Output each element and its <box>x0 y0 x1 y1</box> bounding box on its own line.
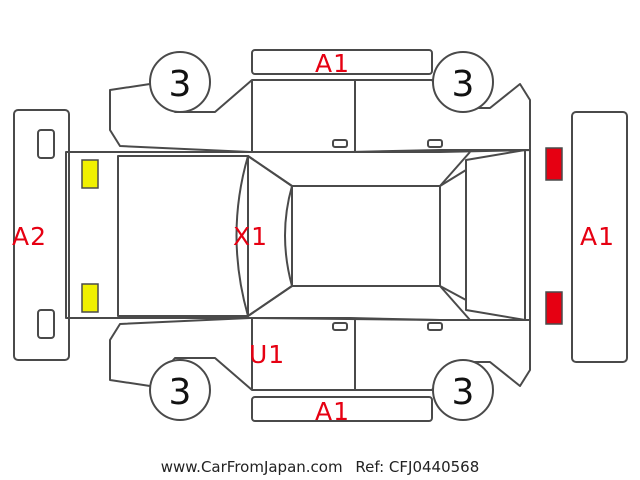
taillight-bottom <box>545 291 563 325</box>
car-body-top-view <box>65 149 531 321</box>
roof-strip-top <box>251 49 433 75</box>
lower-door-handle-rear <box>427 322 443 331</box>
label-left-side: U1 <box>249 340 285 369</box>
front-bumper <box>13 109 70 361</box>
c-pillar-line-top <box>439 151 471 187</box>
roof-panel <box>291 185 441 287</box>
label-roof-bottom: A1 <box>315 397 350 426</box>
rear-bumper <box>571 111 628 363</box>
tire-front-left: 3 <box>149 51 211 113</box>
footer-ref: Ref: CFJ0440568 <box>355 458 480 476</box>
trunk-panel <box>465 149 526 321</box>
upper-door-handle-front <box>332 139 348 148</box>
footer-credit: www.CarFromJapan.com Ref: CFJ0440568 <box>0 458 640 476</box>
headlight-bottom <box>81 283 99 313</box>
upper-door-handle-rear <box>427 139 443 148</box>
roof-strip-bottom <box>251 396 433 422</box>
taillight-top <box>545 147 563 181</box>
label-rear-bumper: A1 <box>580 222 615 251</box>
a-pillar-line-bottom <box>247 285 293 317</box>
tire-rear-left: 3 <box>432 51 494 113</box>
upper-side-body <box>109 79 531 153</box>
tire-front-right: 3 <box>149 359 211 421</box>
tire-rear-right-label: 3 <box>452 372 475 413</box>
headlight-top <box>81 159 99 189</box>
front-bumper-slot-top <box>37 129 55 159</box>
tire-rear-right: 3 <box>432 359 494 421</box>
hood-panel <box>117 155 249 317</box>
rear-window <box>439 169 467 301</box>
tire-front-right-label: 3 <box>169 372 192 413</box>
lower-side-body <box>109 317 531 391</box>
c-pillar-line-bottom <box>439 285 471 321</box>
label-roof-top: A1 <box>315 49 350 78</box>
front-bumper-slot-bottom <box>37 309 55 339</box>
lower-door-handle-front <box>332 322 348 331</box>
tire-rear-left-label: 3 <box>452 64 475 105</box>
footer-site: www.CarFromJapan.com <box>160 458 343 476</box>
label-front-bumper: A2 <box>12 222 47 251</box>
a-pillar-line-top <box>247 155 293 187</box>
tire-front-left-label: 3 <box>169 64 192 105</box>
label-hood: X1 <box>233 222 268 251</box>
